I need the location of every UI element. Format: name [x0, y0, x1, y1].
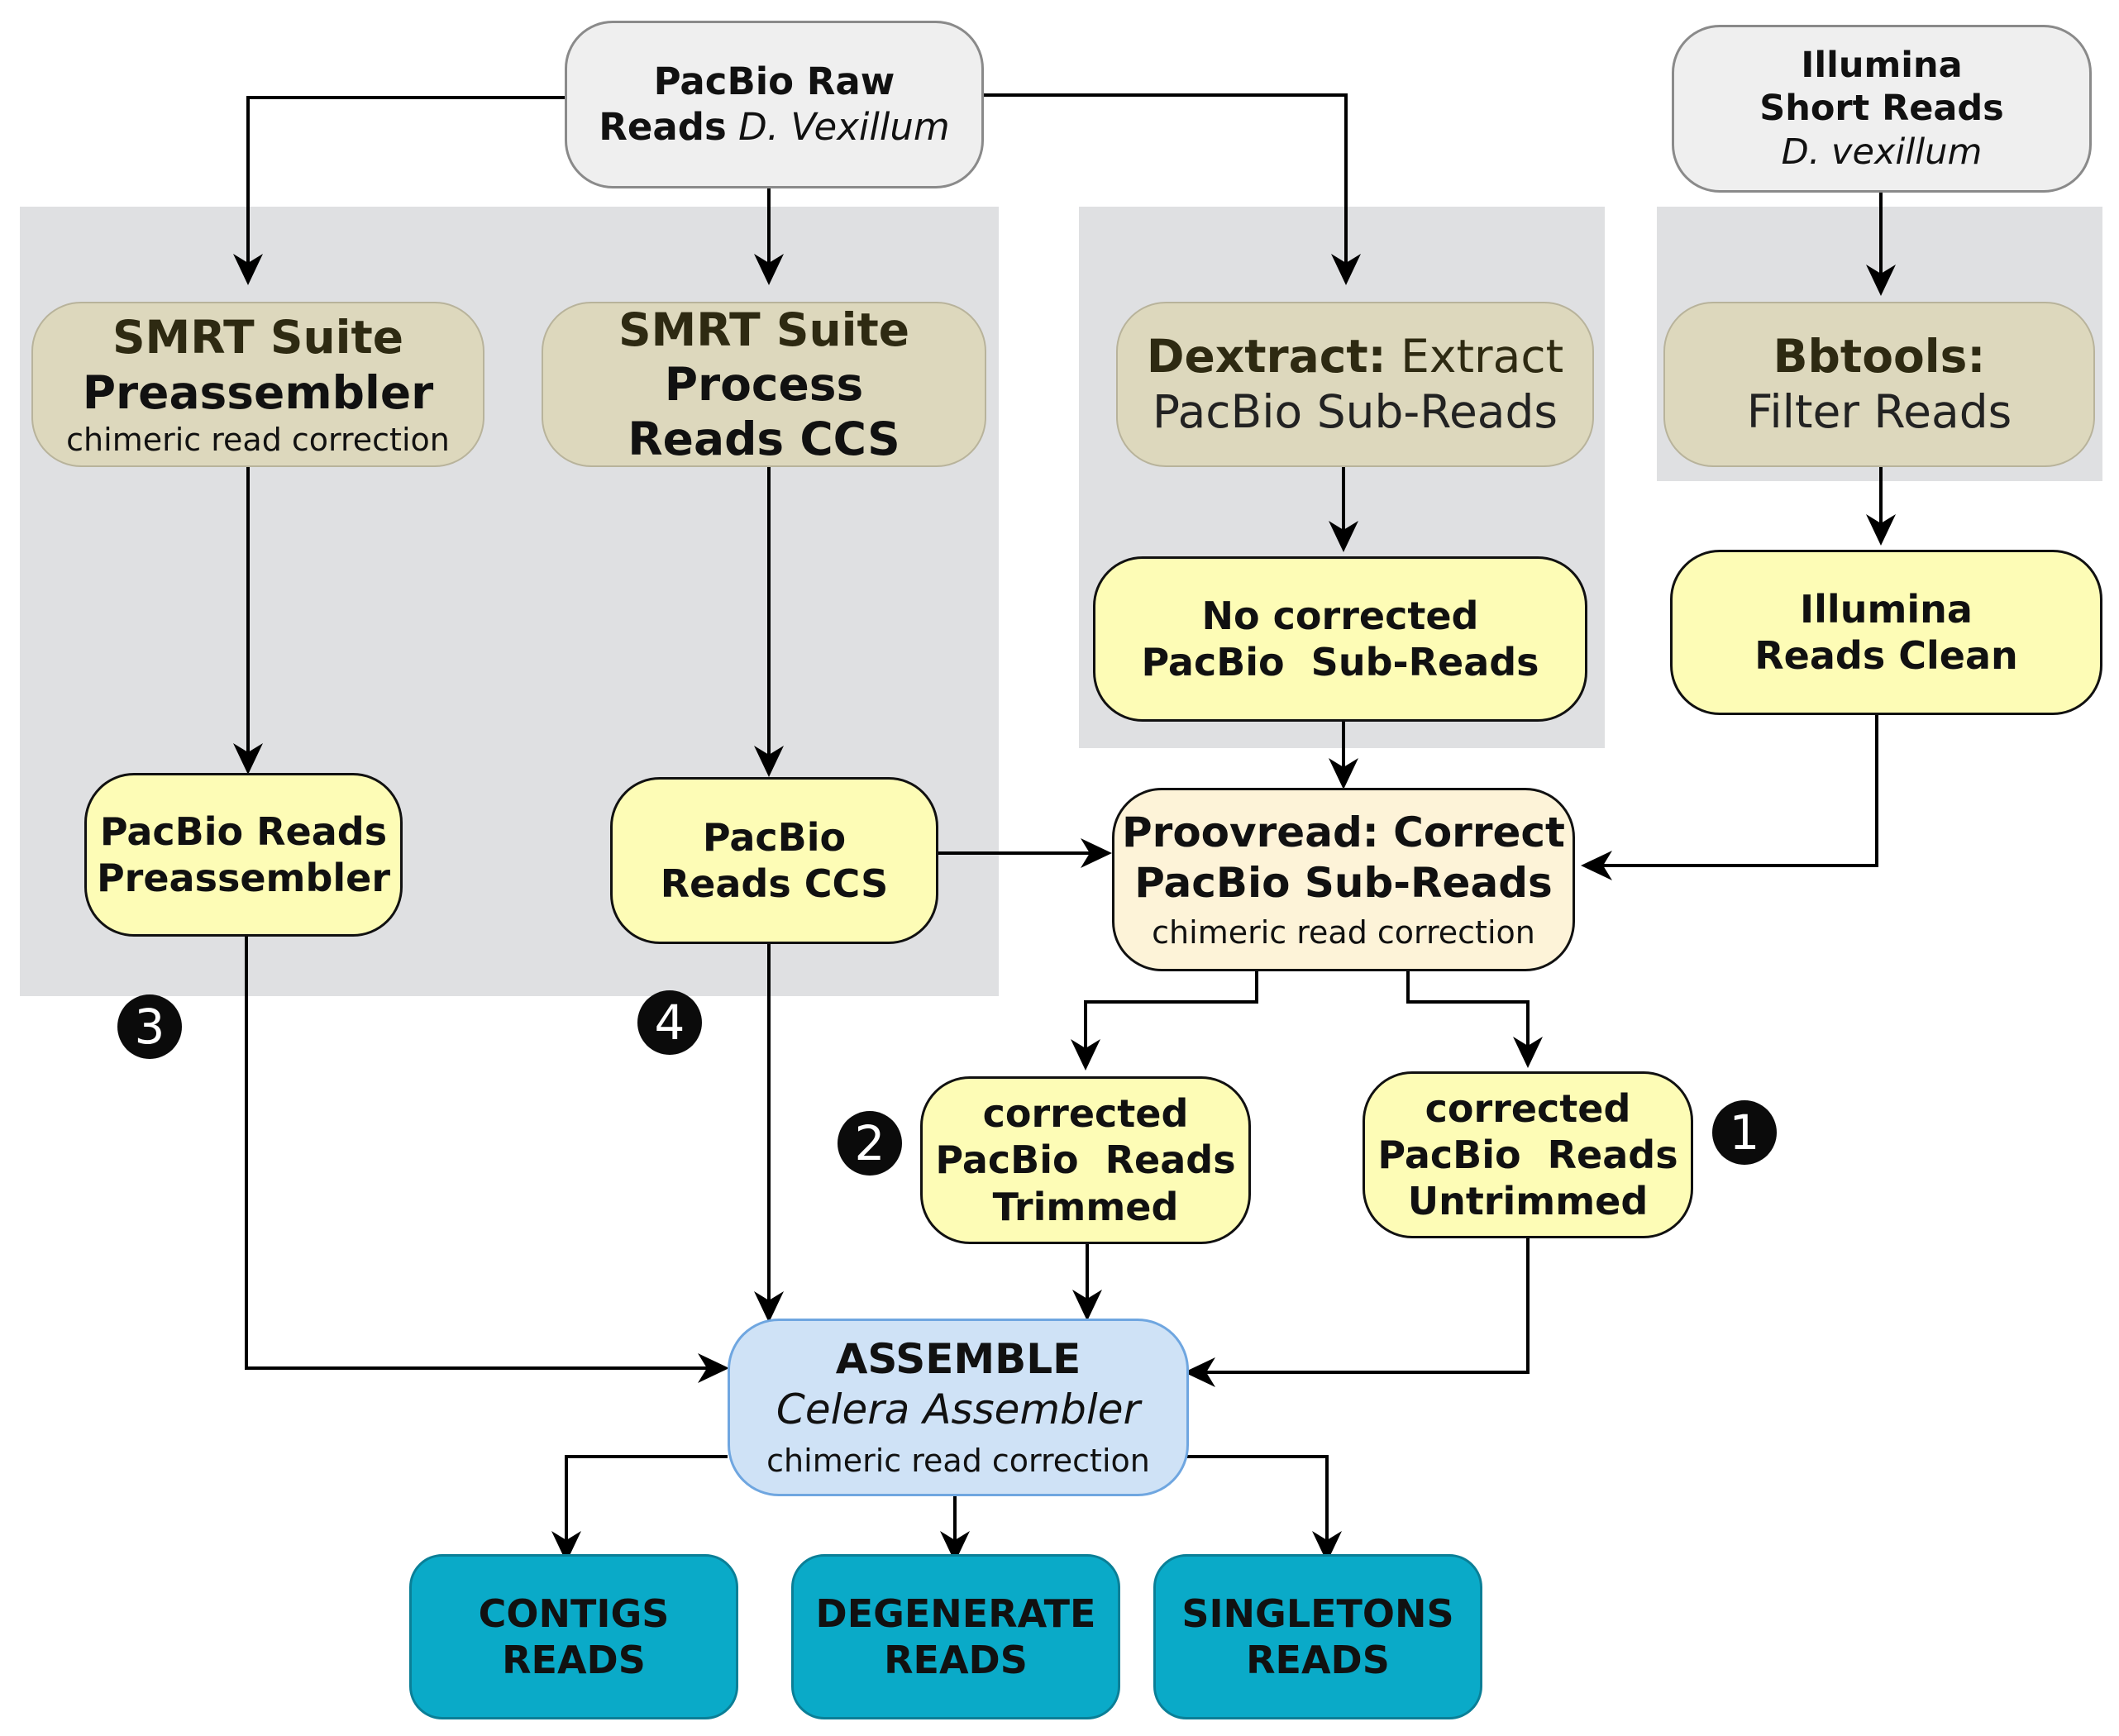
proovread-note: chimeric read correction — [1152, 913, 1535, 951]
illumina-clean-line1: Illumina — [1800, 586, 1973, 632]
corrected-untrimmed-node: corrected PacBio Reads Untrimmed — [1363, 1071, 1693, 1238]
edge-clean-to-proovread — [1600, 715, 1878, 867]
bbtools-tool-name: Bbtools: — [1773, 329, 1986, 383]
pacbio-reads-ccs-node: PacBio Reads CCS — [610, 777, 938, 944]
edge-raw-to-preassembler — [246, 96, 565, 271]
degenerate-line2: READS — [884, 1638, 1028, 1682]
arrowhead-ccs — [754, 254, 784, 285]
illumina-reads-clean-node: Illumina Reads Clean — [1670, 550, 2102, 715]
illumina-short-reads-node: Illumina Short Reads D. vexillum — [1672, 25, 2092, 193]
arrowhead-untrimmed — [1513, 1037, 1543, 1068]
smrt-preassembler-subtitle: Preassembler — [82, 365, 434, 419]
smrt-preassembler-node: SMRT Suite Preassembler chimeric read co… — [31, 302, 484, 467]
untrimmed-line2: PacBio Reads — [1377, 1132, 1678, 1177]
no-corrected-line1: No corrected — [1201, 593, 1479, 638]
arrowhead-assemble-top-trimmed — [1072, 1290, 1102, 1321]
assemble-title: ASSEMBLE — [835, 1335, 1081, 1384]
smrt-ccs-line2: Process — [664, 358, 864, 411]
pacbio-raw-species: D. Vexillum — [738, 104, 950, 149]
degenerate-line1: DEGENERATE — [815, 1591, 1096, 1636]
illumina-short-line1: Illumina — [1801, 44, 1963, 86]
arrowhead-contigs — [551, 1531, 581, 1562]
pacbio-preassembler-line2: Preassembler — [96, 856, 391, 900]
arrowhead-assemble-left — [698, 1353, 729, 1383]
illumina-short-line2: Short Reads — [1759, 88, 2004, 130]
pacbio-ccs-line2: Reads CCS — [660, 861, 889, 906]
arrowhead-singletons — [1312, 1531, 1342, 1562]
untrimmed-line3: Untrimmed — [1407, 1179, 1649, 1224]
contigs-reads-node: CONTIGS READS — [409, 1554, 738, 1719]
smrt-ccs-line3: Reads CCS — [628, 413, 900, 465]
trimmed-line3: Trimmed — [992, 1184, 1179, 1229]
arrowhead-nocorrected — [1329, 521, 1358, 552]
contigs-line1: CONTIGS — [478, 1591, 670, 1636]
edge-untrimmed-to-assemble — [1199, 1238, 1530, 1374]
edge-raw-to-dextract — [984, 93, 1348, 271]
edge-proovread-to-untrimmed — [1406, 971, 1530, 1056]
singletons-reads-node: SINGLETONS READS — [1153, 1554, 1482, 1719]
arrowhead-bbtools — [1866, 265, 1896, 296]
arrowhead-proovread-left — [1081, 838, 1112, 868]
proovread-node: Proovread: Correct PacBio Sub-Reads chim… — [1112, 788, 1575, 971]
smrt-ccs-title: SMRT Suite — [618, 303, 910, 356]
degenerate-reads-node: DEGENERATE READS — [791, 1554, 1120, 1719]
pacbio-ccs-line1: PacBio — [702, 814, 847, 860]
smrt-preassembler-title: SMRT Suite — [112, 310, 404, 364]
pacbio-raw-reads-word: Reads — [599, 104, 727, 149]
edge-assemble-to-singletons — [1186, 1455, 1329, 1548]
arrowhead-dextract — [1331, 254, 1361, 285]
illumina-short-species: D. vexillum — [1781, 131, 1983, 173]
edge-proovread-to-trimmed — [1084, 971, 1258, 1058]
bbtools-action: Filter Reads — [1746, 385, 2012, 438]
dextract-tool-name: Dextract: — [1146, 329, 1386, 383]
edge-preassemblerreads-to-assemble — [245, 937, 715, 1370]
badge-four: 4 — [637, 990, 702, 1055]
dextract-line1: Dextract: Extract — [1147, 329, 1563, 384]
untrimmed-line1: corrected — [1425, 1085, 1631, 1131]
trimmed-line1: corrected — [982, 1091, 1189, 1137]
no-corrected-subreads-node: No corrected PacBio Sub-Reads — [1093, 556, 1587, 722]
arrowhead-proovread-top — [1329, 758, 1358, 789]
pacbio-preassembler-line1: PacBio Reads — [99, 808, 388, 854]
arrowhead-assemble-top-ccs — [754, 1291, 784, 1323]
arrowhead-clean — [1866, 514, 1896, 546]
assemble-note: chimeric read correction — [766, 1443, 1150, 1480]
pacbio-raw-line1: PacBio Raw — [653, 59, 895, 103]
badge-one: 1 — [1712, 1100, 1777, 1165]
trimmed-line2: PacBio Reads — [935, 1137, 1236, 1183]
edge-assemble-to-contigs — [565, 1455, 728, 1548]
singletons-line1: SINGLETONS — [1181, 1591, 1454, 1636]
arrowhead-ccs-reads — [754, 746, 784, 777]
arrowhead-trimmed — [1071, 1039, 1100, 1071]
smrt-ccs-node: SMRT Suite Process Reads CCS — [542, 302, 986, 467]
contigs-line2: READS — [502, 1638, 646, 1682]
arrowhead-proovread-right — [1581, 851, 1612, 880]
arrowhead-degenerate — [940, 1531, 970, 1562]
pacbio-raw-reads-node: PacBio Raw Reads D. Vexillum — [565, 21, 984, 188]
dextract-line2: PacBio Sub-Reads — [1152, 385, 1558, 438]
assemble-node: ASSEMBLE Celera Assembler chimeric read … — [728, 1319, 1189, 1496]
dextract-node: Dextract: Extract PacBio Sub-Reads — [1116, 302, 1594, 467]
illumina-clean-line2: Reads Clean — [1754, 633, 2018, 678]
pacbio-reads-preassembler-node: PacBio Reads Preassembler — [84, 773, 403, 937]
singletons-line2: READS — [1246, 1638, 1390, 1682]
no-corrected-line2: PacBio Sub-Reads — [1141, 640, 1539, 684]
badge-three: 3 — [117, 994, 182, 1059]
assemble-tool: Celera Assembler — [776, 1385, 1141, 1434]
arrowhead-preassembler-reads — [233, 743, 263, 775]
arrowhead-assemble-right — [1184, 1357, 1215, 1387]
smrt-preassembler-note: chimeric read correction — [66, 421, 450, 458]
corrected-trimmed-node: corrected PacBio Reads Trimmed — [920, 1076, 1251, 1244]
proovread-line1: Proovread: Correct — [1122, 808, 1565, 856]
proovread-line2: PacBio Sub-Reads — [1134, 858, 1553, 907]
bbtools-node: Bbtools: Filter Reads — [1663, 302, 2095, 467]
pacbio-raw-line2: Reads D. Vexillum — [599, 105, 949, 150]
dextract-action: Extract — [1386, 329, 1564, 383]
badge-two: 2 — [838, 1111, 902, 1176]
arrowhead-preassembler — [233, 254, 263, 285]
